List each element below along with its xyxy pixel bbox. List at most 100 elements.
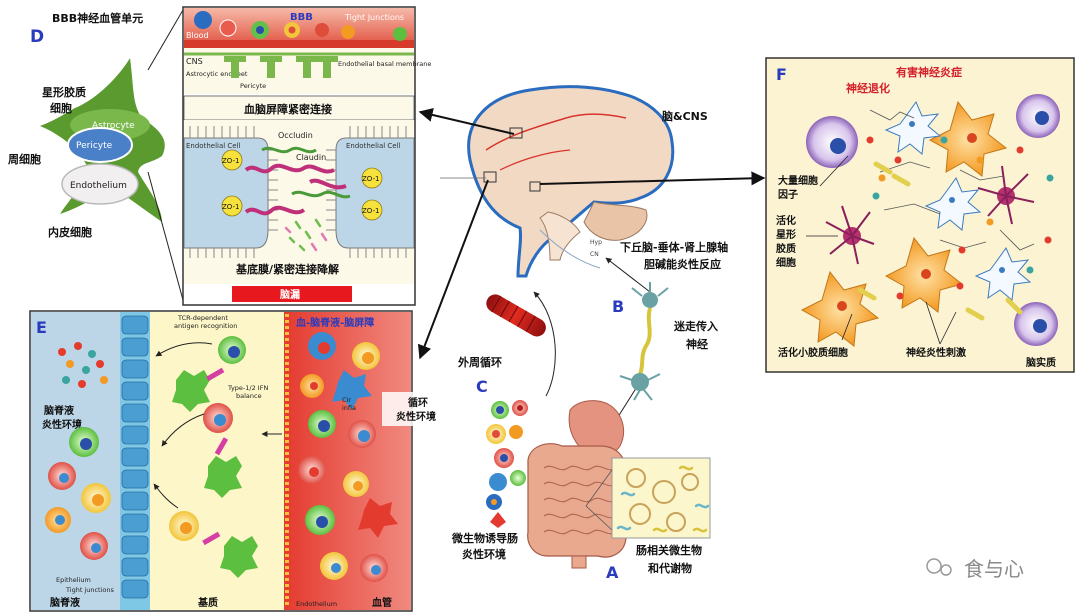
astrocytic-end-feet-label: Astrocytic end feet — [186, 70, 248, 78]
panel-c-label-2: 炎性环境 — [462, 547, 506, 561]
endothelial-cell-left-label: Endothelial Cell — [186, 142, 241, 150]
panel-e: E 血-脑脊液-脑屏障 TCR-dependent antigen recogn… — [29, 310, 450, 612]
circ-env-label-2: 炎性环境 — [396, 410, 436, 423]
infl-fragment: infla — [342, 404, 356, 412]
ifn-label-1: Type-1/2 IFN — [227, 384, 268, 392]
zo1-label: ZO-1 — [222, 157, 239, 165]
vagus-neuron-top — [642, 292, 658, 308]
microglia-label: 活化小胶质细胞 — [778, 346, 848, 359]
bbb-title: BBB — [290, 12, 313, 23]
watermark-text: 食与心 — [964, 557, 1024, 581]
tight-junctions-e-label: Tight junctions — [65, 586, 115, 594]
end-foot — [316, 56, 338, 78]
endothelial-cn-label: 内皮细胞 — [48, 225, 92, 239]
blood-cell-nucleus — [256, 26, 264, 34]
occludin-strand — [261, 146, 317, 154]
panel-b-letter: B — [612, 297, 624, 316]
gut-illustration — [527, 400, 627, 569]
peripheral-circulation: 外周循环 — [457, 294, 546, 369]
cytokines — [866, 136, 1054, 300]
astrocyte-label-4: 细胞 — [776, 256, 796, 269]
small-intestine-loops — [543, 465, 617, 535]
leak-label: 脑漏 — [280, 288, 300, 301]
zo1-label: ZO-1 — [362, 175, 379, 183]
basal-membrane-label: Endothelial basal membrane — [338, 60, 431, 68]
csf-zone — [31, 312, 121, 610]
brain-focus-box — [529, 181, 541, 192]
microbe-box — [611, 457, 711, 539]
bbb-panel: BBB Tight Junctions Blood CNS Astrocytic… — [182, 6, 431, 306]
stroma-cells — [169, 336, 258, 578]
vessel-cells — [298, 332, 398, 582]
panel-b-label-2: 神经 — [686, 337, 708, 351]
brainstem — [539, 211, 581, 261]
tight-junctions-label: Tight Junctions — [344, 13, 404, 22]
vagus-axon — [638, 307, 652, 375]
end-foot — [296, 56, 318, 78]
cn-fragment: CN — [590, 251, 599, 258]
csf-env-label-1: 脑脊液 — [44, 404, 74, 417]
cns-label: CNS — [186, 57, 203, 66]
circ-env-label-1: 循环 — [408, 396, 428, 409]
zo1-label: ZO-1 — [362, 207, 379, 215]
tcr-label-2: antigen recognition — [174, 322, 237, 330]
pericyte-en-label: Pericyte — [76, 141, 113, 151]
end-foot — [260, 56, 282, 78]
zo1-protein: ZO-1 — [361, 199, 383, 221]
neuron — [974, 246, 1032, 301]
panel-f: F 有害神经炎症 神经退化 — [765, 57, 1075, 373]
brain-shape — [467, 85, 675, 278]
panel-d: D BBB神经血管单元 Astrocyte Pericyte Endotheli… — [8, 9, 184, 301]
panel-c-label-1: 微生物诱导肠 — [451, 531, 518, 545]
endothelial-band — [184, 40, 414, 48]
blood-cell — [219, 19, 237, 37]
zo1-protein: ZO-1 — [361, 167, 383, 189]
endothelium-cell — [61, 163, 139, 205]
vessel-label: 血管 — [372, 596, 392, 609]
panel-a-label-2: 和代谢物 — [648, 561, 692, 575]
pericyte-label: Pericyte — [240, 82, 266, 90]
cns-layer — [184, 48, 414, 94]
circ-fragment: Cir — [342, 396, 351, 404]
claudin-strand — [244, 205, 306, 216]
neuron — [924, 176, 982, 231]
inflammatory-cell — [489, 473, 507, 491]
peripheral-label: 外周循环 — [457, 355, 502, 369]
activated-microglia — [825, 205, 875, 265]
astrocyte-cn-label-1: 星形胶质 — [42, 85, 86, 99]
watermark-logo-icon — [926, 558, 942, 574]
microbes — [626, 468, 699, 532]
zoom-line-bottom — [147, 171, 184, 301]
blood-cell — [393, 27, 407, 41]
mast-cell-label-1: 大量细胞 — [778, 174, 818, 187]
panel-b-label-1: 迷走传入 — [673, 319, 718, 333]
blood-label: Blood — [186, 31, 209, 40]
neurodegeneration: 神经退化 — [846, 81, 890, 95]
hypo-fragment: Hyp — [590, 239, 602, 246]
panel-f-letter: F — [776, 65, 787, 84]
zo1-protein: ZO-1 — [221, 195, 243, 217]
zoom-line — [585, 505, 613, 531]
vagus-neuron-bottom — [631, 373, 649, 391]
blood-cell — [341, 25, 355, 39]
microbe-rods — [616, 465, 710, 533]
barrier-title: 血-脑脊液-脑屏障 — [296, 316, 374, 329]
csf-env-label-2: 炎性环境 — [42, 418, 82, 431]
myelinated-axon — [857, 161, 1023, 321]
zo1-label: ZO-1 — [222, 203, 239, 211]
panel-d-letter: D — [30, 27, 44, 47]
endothelial-cell-right — [335, 137, 415, 249]
callout-lines — [806, 155, 957, 345]
arrow-brain-to-bbb — [418, 108, 515, 135]
endothelium-e-label: Endothelium — [296, 600, 337, 608]
arrow-circulation-up — [533, 291, 556, 397]
pericyte-cell — [67, 127, 133, 163]
endothelial-cell-right-label: Endothelial Cell — [346, 142, 401, 150]
occludin-strand — [291, 190, 351, 199]
rectum — [571, 555, 587, 569]
csf-cytokines — [58, 342, 108, 388]
arrow-vagus-up — [605, 257, 651, 293]
epithelium-column — [120, 312, 150, 610]
leak-bar — [232, 286, 352, 302]
inflammatory-cell — [510, 470, 526, 486]
